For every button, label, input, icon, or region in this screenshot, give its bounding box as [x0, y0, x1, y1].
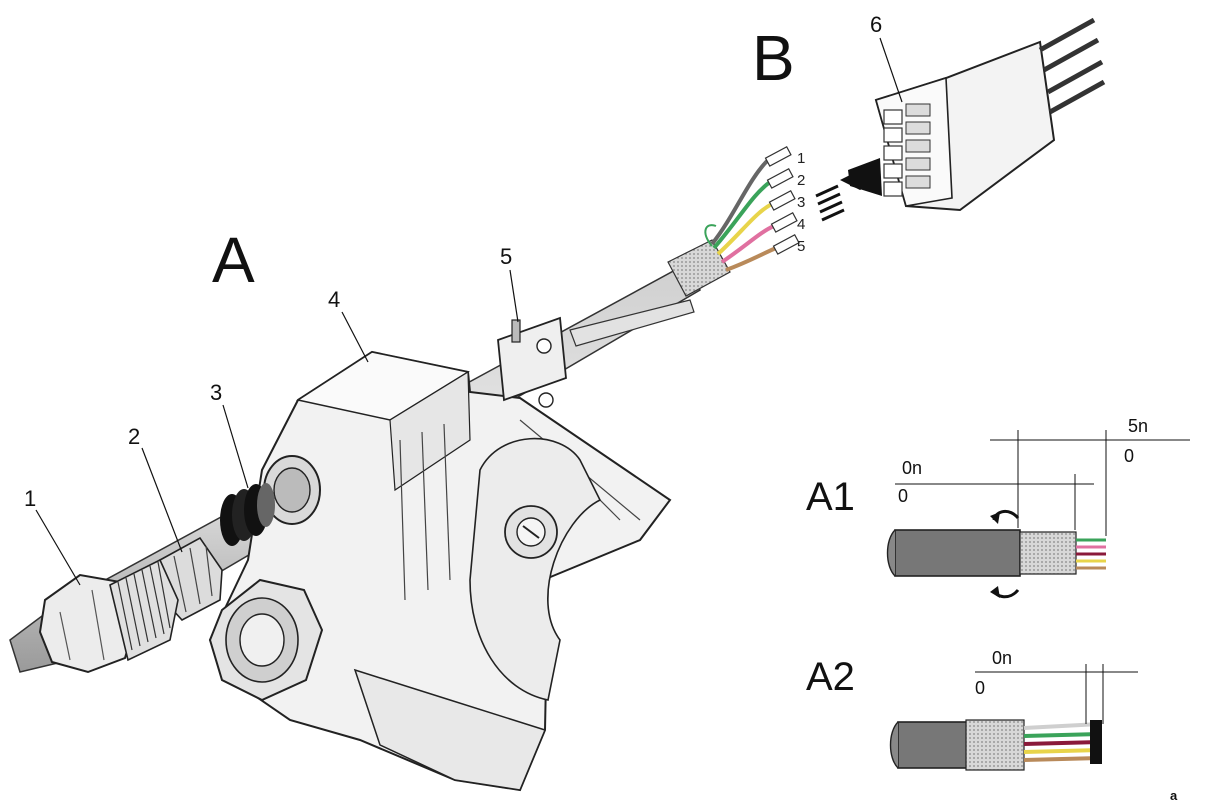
part-label-3: 3	[210, 380, 222, 405]
part-label-6: 6	[870, 12, 882, 37]
gland-nut	[38, 558, 179, 674]
terminal-connector	[874, 17, 1106, 212]
wire-label-1: 1	[797, 150, 805, 167]
housing	[208, 350, 672, 792]
leader-lines	[35, 37, 903, 586]
wire-label-4: 4	[797, 216, 805, 233]
dim-a1-mid: 0n	[902, 458, 922, 478]
wire-label-3: 3	[797, 194, 805, 211]
secondary-gland	[208, 578, 324, 702]
cable-shield	[667, 239, 731, 297]
wire-label-5: 5	[797, 238, 805, 255]
view-label-b: B	[752, 22, 795, 94]
corner-mark: a	[1170, 788, 1178, 803]
part-label-2: 2	[128, 424, 140, 449]
dim-a1-top: 5n	[1128, 416, 1148, 436]
dim-a2-tol: 0	[975, 678, 985, 698]
dim-a2: 0n	[992, 648, 1012, 668]
view-label-a1: A1	[806, 475, 855, 519]
wire-bundle	[704, 146, 800, 272]
shield-clamp	[497, 299, 695, 408]
part-label-4: 4	[328, 287, 340, 312]
dim-a1-top-tol: 0	[1124, 446, 1134, 466]
part-label-1: 1	[24, 486, 36, 511]
insertion-arrow	[815, 158, 882, 222]
seal-rings	[220, 483, 275, 546]
wire-label-2: 2	[797, 172, 805, 189]
view-label-a: A	[212, 224, 255, 296]
detail-a2	[889, 664, 1138, 771]
part-label-5: 5	[500, 244, 512, 269]
detail-a1	[886, 430, 1190, 599]
dim-a1-mid-tol: 0	[898, 486, 908, 506]
view-label-a2: A2	[806, 655, 855, 699]
